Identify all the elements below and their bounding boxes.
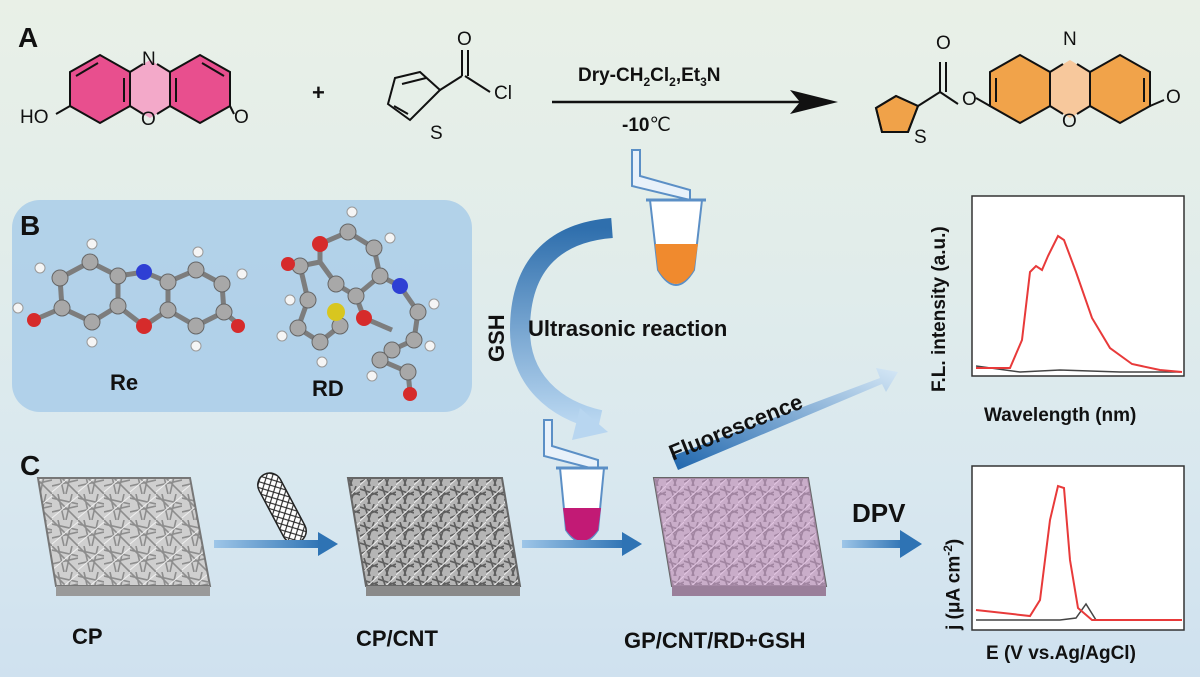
reactant-n-label: N — [142, 49, 156, 70]
reagent-o-label: O — [457, 29, 472, 50]
reactant-carbonyl-o-label: O — [234, 107, 249, 128]
tube-magenta — [543, 419, 608, 543]
gsh-curved-arrow — [509, 218, 613, 430]
conditions-sub-1: 2 — [643, 74, 651, 89]
conditions-text-4: N — [706, 65, 721, 86]
dpv-plot — [971, 465, 1185, 631]
fluorescence-arrow — [672, 368, 898, 470]
re-molecule-model — [12, 238, 248, 352]
flow-arrow-2 — [522, 532, 642, 556]
plus-sign: + — [312, 80, 325, 105]
dpv-red-trace — [975, 484, 1182, 621]
fl-blank-trace — [975, 365, 1180, 373]
dpv-xlabel: E (V vs.Ag/AgCl) — [986, 643, 1136, 664]
molecule-re-label: Re — [110, 370, 139, 395]
final-electrode — [652, 477, 828, 596]
flow-arrow-1 — [214, 532, 338, 556]
dpv-ylabel-end: ) — [943, 538, 965, 546]
dpv-label: DPV — [852, 498, 906, 528]
gsh-label: GSH — [484, 314, 509, 362]
reactant-ring-o-label: O — [141, 109, 156, 130]
cnt-tube — [257, 472, 307, 544]
thiophene-acyl-chloride-structure — [386, 50, 491, 122]
gsh-arrow-head — [572, 408, 608, 440]
fl-xlabel: Wavelength (nm) — [984, 405, 1137, 426]
cp-label: CP — [72, 624, 103, 649]
tube-orange — [631, 149, 706, 286]
dpv-ylabel-sup: -2 — [941, 545, 955, 556]
dpv-arrow — [842, 530, 922, 558]
reactant-ho-label: HO — [20, 107, 49, 128]
conditions-sub-2: 2 — [669, 74, 676, 89]
panel-b-background — [12, 200, 472, 412]
conditions-text-3: ,Et — [675, 65, 701, 86]
rd-molecule-model — [276, 206, 440, 401]
product-carbonyl-o-label: O — [936, 33, 951, 54]
final-electrode-label: GP/CNT/RD+GSH — [624, 628, 806, 653]
cp-cnt-electrode — [346, 477, 522, 596]
dpv-ylabel: j (μA cm-2) — [941, 538, 965, 630]
temperature-unit: ℃ — [649, 115, 671, 136]
product-structure — [874, 53, 1165, 133]
conditions-text-1: Dry-CH — [578, 65, 644, 86]
fl-red-trace — [976, 234, 1183, 373]
product-ketone-o-label: O — [1166, 87, 1181, 108]
panel-label-c: C — [20, 450, 41, 481]
product-s-label: S — [914, 127, 927, 148]
reaction-temperature: -10℃ — [622, 116, 671, 135]
panel-label-a: A — [18, 22, 39, 53]
temperature-value: -10 — [622, 115, 650, 136]
dpv-ylabel-text: j (μA cm — [943, 555, 965, 630]
fl-plot — [971, 195, 1185, 377]
cp-cnt-label: CP/CNT — [356, 626, 438, 651]
panel-label-b: B — [20, 210, 41, 241]
product-ester-o-label: O — [962, 89, 977, 110]
reagent-s-label: S — [430, 123, 443, 144]
reaction-conditions: Dry-CH2Cl2,Et3N — [578, 66, 721, 88]
reaction-arrow-head — [790, 90, 838, 114]
ultrasonic-label: Ultrasonic reaction — [528, 316, 728, 341]
cp-electrode — [36, 477, 212, 596]
molecule-rd-label: RD — [312, 376, 344, 401]
product-n-label: N — [1063, 29, 1077, 50]
fl-ylabel: F.L. intensity (a.u.) — [929, 226, 950, 392]
conditions-sub-3: 3 — [700, 74, 707, 89]
reagent-cl-label: Cl — [494, 83, 512, 104]
product-ring-o-label: O — [1062, 111, 1077, 132]
conditions-text-2: Cl — [650, 65, 670, 86]
resorufin-structure — [55, 53, 235, 125]
